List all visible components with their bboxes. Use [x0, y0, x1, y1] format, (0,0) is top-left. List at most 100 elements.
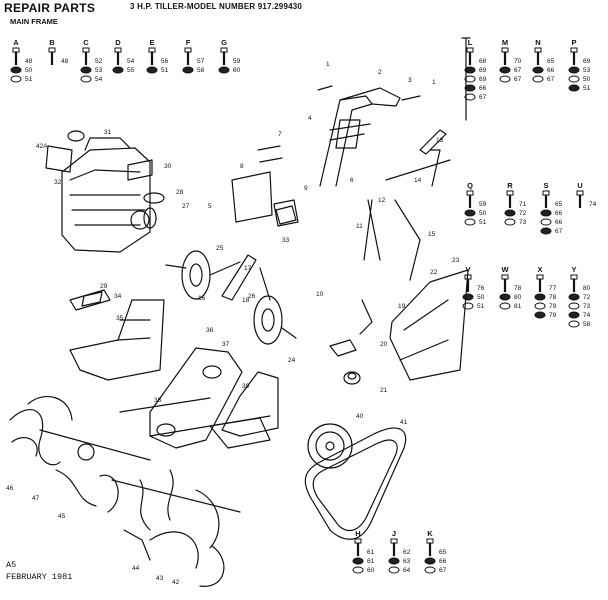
callout-4: 4: [308, 115, 312, 122]
part-number: 77: [549, 285, 557, 292]
part-number: 60: [233, 67, 241, 74]
callout-24: 24: [288, 357, 296, 364]
part-number: 51: [25, 76, 33, 83]
hardware-group-letter: H: [355, 529, 360, 538]
hardware-group-letter: K: [427, 529, 433, 538]
part-number: 54: [95, 76, 103, 83]
callout-3: 3: [408, 77, 412, 84]
bolt-head-icon: [354, 538, 362, 544]
bolt-head-icon: [534, 47, 542, 53]
callout-34: 34: [114, 293, 122, 300]
part-number: 62: [403, 549, 411, 556]
callout-21: 21: [380, 387, 388, 394]
callout-15: 15: [428, 231, 436, 238]
part-number: 50: [25, 67, 33, 74]
callout-13: 13: [436, 137, 444, 144]
washer-icon: [568, 311, 580, 319]
callout-16: 16: [198, 295, 206, 302]
bolt-head-icon: [506, 190, 514, 196]
bolt-head-icon: [82, 47, 90, 53]
hardware-group-letter: U: [577, 181, 582, 190]
part-number: 69: [583, 58, 591, 65]
part-number: 78: [514, 285, 522, 292]
part-number: 65: [555, 201, 563, 208]
part-number: 53: [95, 67, 103, 74]
bolt-head-icon: [570, 47, 578, 53]
callout-8: 8: [240, 163, 244, 170]
bolt-head-icon: [536, 274, 544, 280]
washer-icon: [568, 84, 580, 92]
washer-icon: [464, 93, 476, 101]
part-number: 80: [583, 285, 591, 292]
washer-icon: [352, 566, 364, 574]
part-number: 69: [479, 67, 487, 74]
part-number: 53: [583, 67, 591, 74]
callout-6: 6: [350, 177, 354, 184]
callout-42a: 42A: [36, 143, 48, 150]
part-number: 70: [514, 58, 522, 65]
hardware-group-letter: Y: [571, 265, 576, 274]
callout-11: 11: [356, 223, 363, 230]
hardware-group-letter: A: [13, 38, 19, 47]
part-number: 80: [514, 294, 522, 301]
part-number: 50: [479, 210, 487, 217]
bolt-head-icon: [570, 274, 578, 280]
bolt-head-icon: [426, 538, 434, 544]
hardware-group-letter: S: [543, 181, 548, 190]
part-number: 81: [514, 303, 522, 310]
part-number: 78: [549, 294, 557, 301]
part-number: 67: [547, 76, 555, 83]
hardware-group-letter: R: [507, 181, 513, 190]
callout-43: 43: [156, 575, 164, 582]
washer-icon: [464, 209, 476, 217]
hardware-group-letter: M: [502, 38, 508, 47]
part-number: 59: [233, 58, 241, 65]
hardware-group-letter: N: [535, 38, 540, 47]
washer-icon: [532, 75, 544, 83]
callout-30: 30: [164, 163, 172, 170]
bolt-head-icon: [390, 538, 398, 544]
washer-icon: [540, 227, 552, 235]
washer-icon: [462, 293, 474, 301]
model-subtitle: 3 H.P. TILLER-MODEL NUMBER 917.299430: [130, 2, 303, 11]
callout-2: 2: [378, 69, 382, 76]
washer-icon: [534, 293, 546, 301]
hardware-group-b: B48: [48, 38, 69, 65]
part-number: 65: [439, 549, 447, 556]
callout-47: 47: [32, 495, 40, 502]
part-number: 50: [477, 294, 485, 301]
washer-icon: [146, 66, 158, 74]
part-number: 66: [479, 85, 487, 92]
washer-icon: [568, 302, 580, 310]
bolt-head-icon: [501, 47, 509, 53]
washer-icon: [218, 66, 230, 74]
washer-icon: [504, 218, 516, 226]
part-number: 79: [549, 303, 557, 310]
part-number: 74: [589, 201, 597, 208]
callout-7: 7: [278, 131, 282, 138]
bolt-head-icon: [501, 274, 509, 280]
part-number: 67: [439, 567, 447, 574]
washer-icon: [568, 75, 580, 83]
bolt-head-icon: [148, 47, 156, 53]
washer-icon: [499, 302, 511, 310]
part-number: 66: [555, 210, 563, 217]
part-number: 51: [583, 85, 591, 92]
part-number: 74: [583, 312, 591, 319]
